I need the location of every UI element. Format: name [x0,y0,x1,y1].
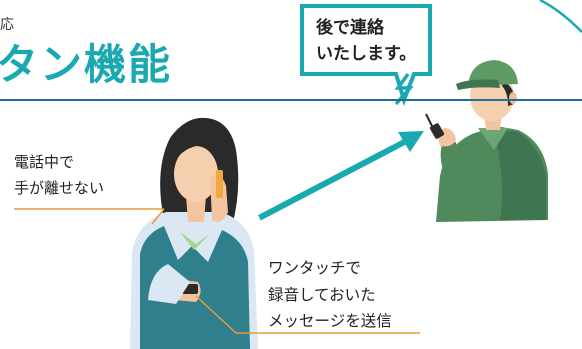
feature-caption: ワンタッチで 録音しておいた メッセージを送信 [268,255,392,335]
title-divider [0,99,582,101]
transmission-arrow [234,131,424,233]
walkie-talkie-icon [425,113,445,139]
caption-line: 手が離せない [14,179,105,198]
leader-lines [14,208,420,334]
operator-figure [122,110,266,349]
caption-line: 録音しておいた [268,285,376,304]
speech-bubble [300,4,432,107]
caption-line: メッセージを送信 [268,312,392,331]
operator-caption: 電話中で 手が離せない [14,149,104,202]
phone-icon [216,170,223,198]
speech-bubble-line: 後で連絡 [316,18,384,38]
speech-bubble-text: 後で連絡 いたします。 [316,16,416,67]
caption-line: 電話中で [14,153,75,171]
decorative-curve [539,0,582,33]
caption-line: ワンタッチで [268,259,362,277]
worker-figure [425,60,556,230]
partial-heading-text: 応 [0,17,15,33]
operator-face [174,146,218,202]
page-title: タン機能 [0,40,173,89]
worker-cap [468,60,518,86]
speech-bubble-line: いたします。 [316,43,417,64]
